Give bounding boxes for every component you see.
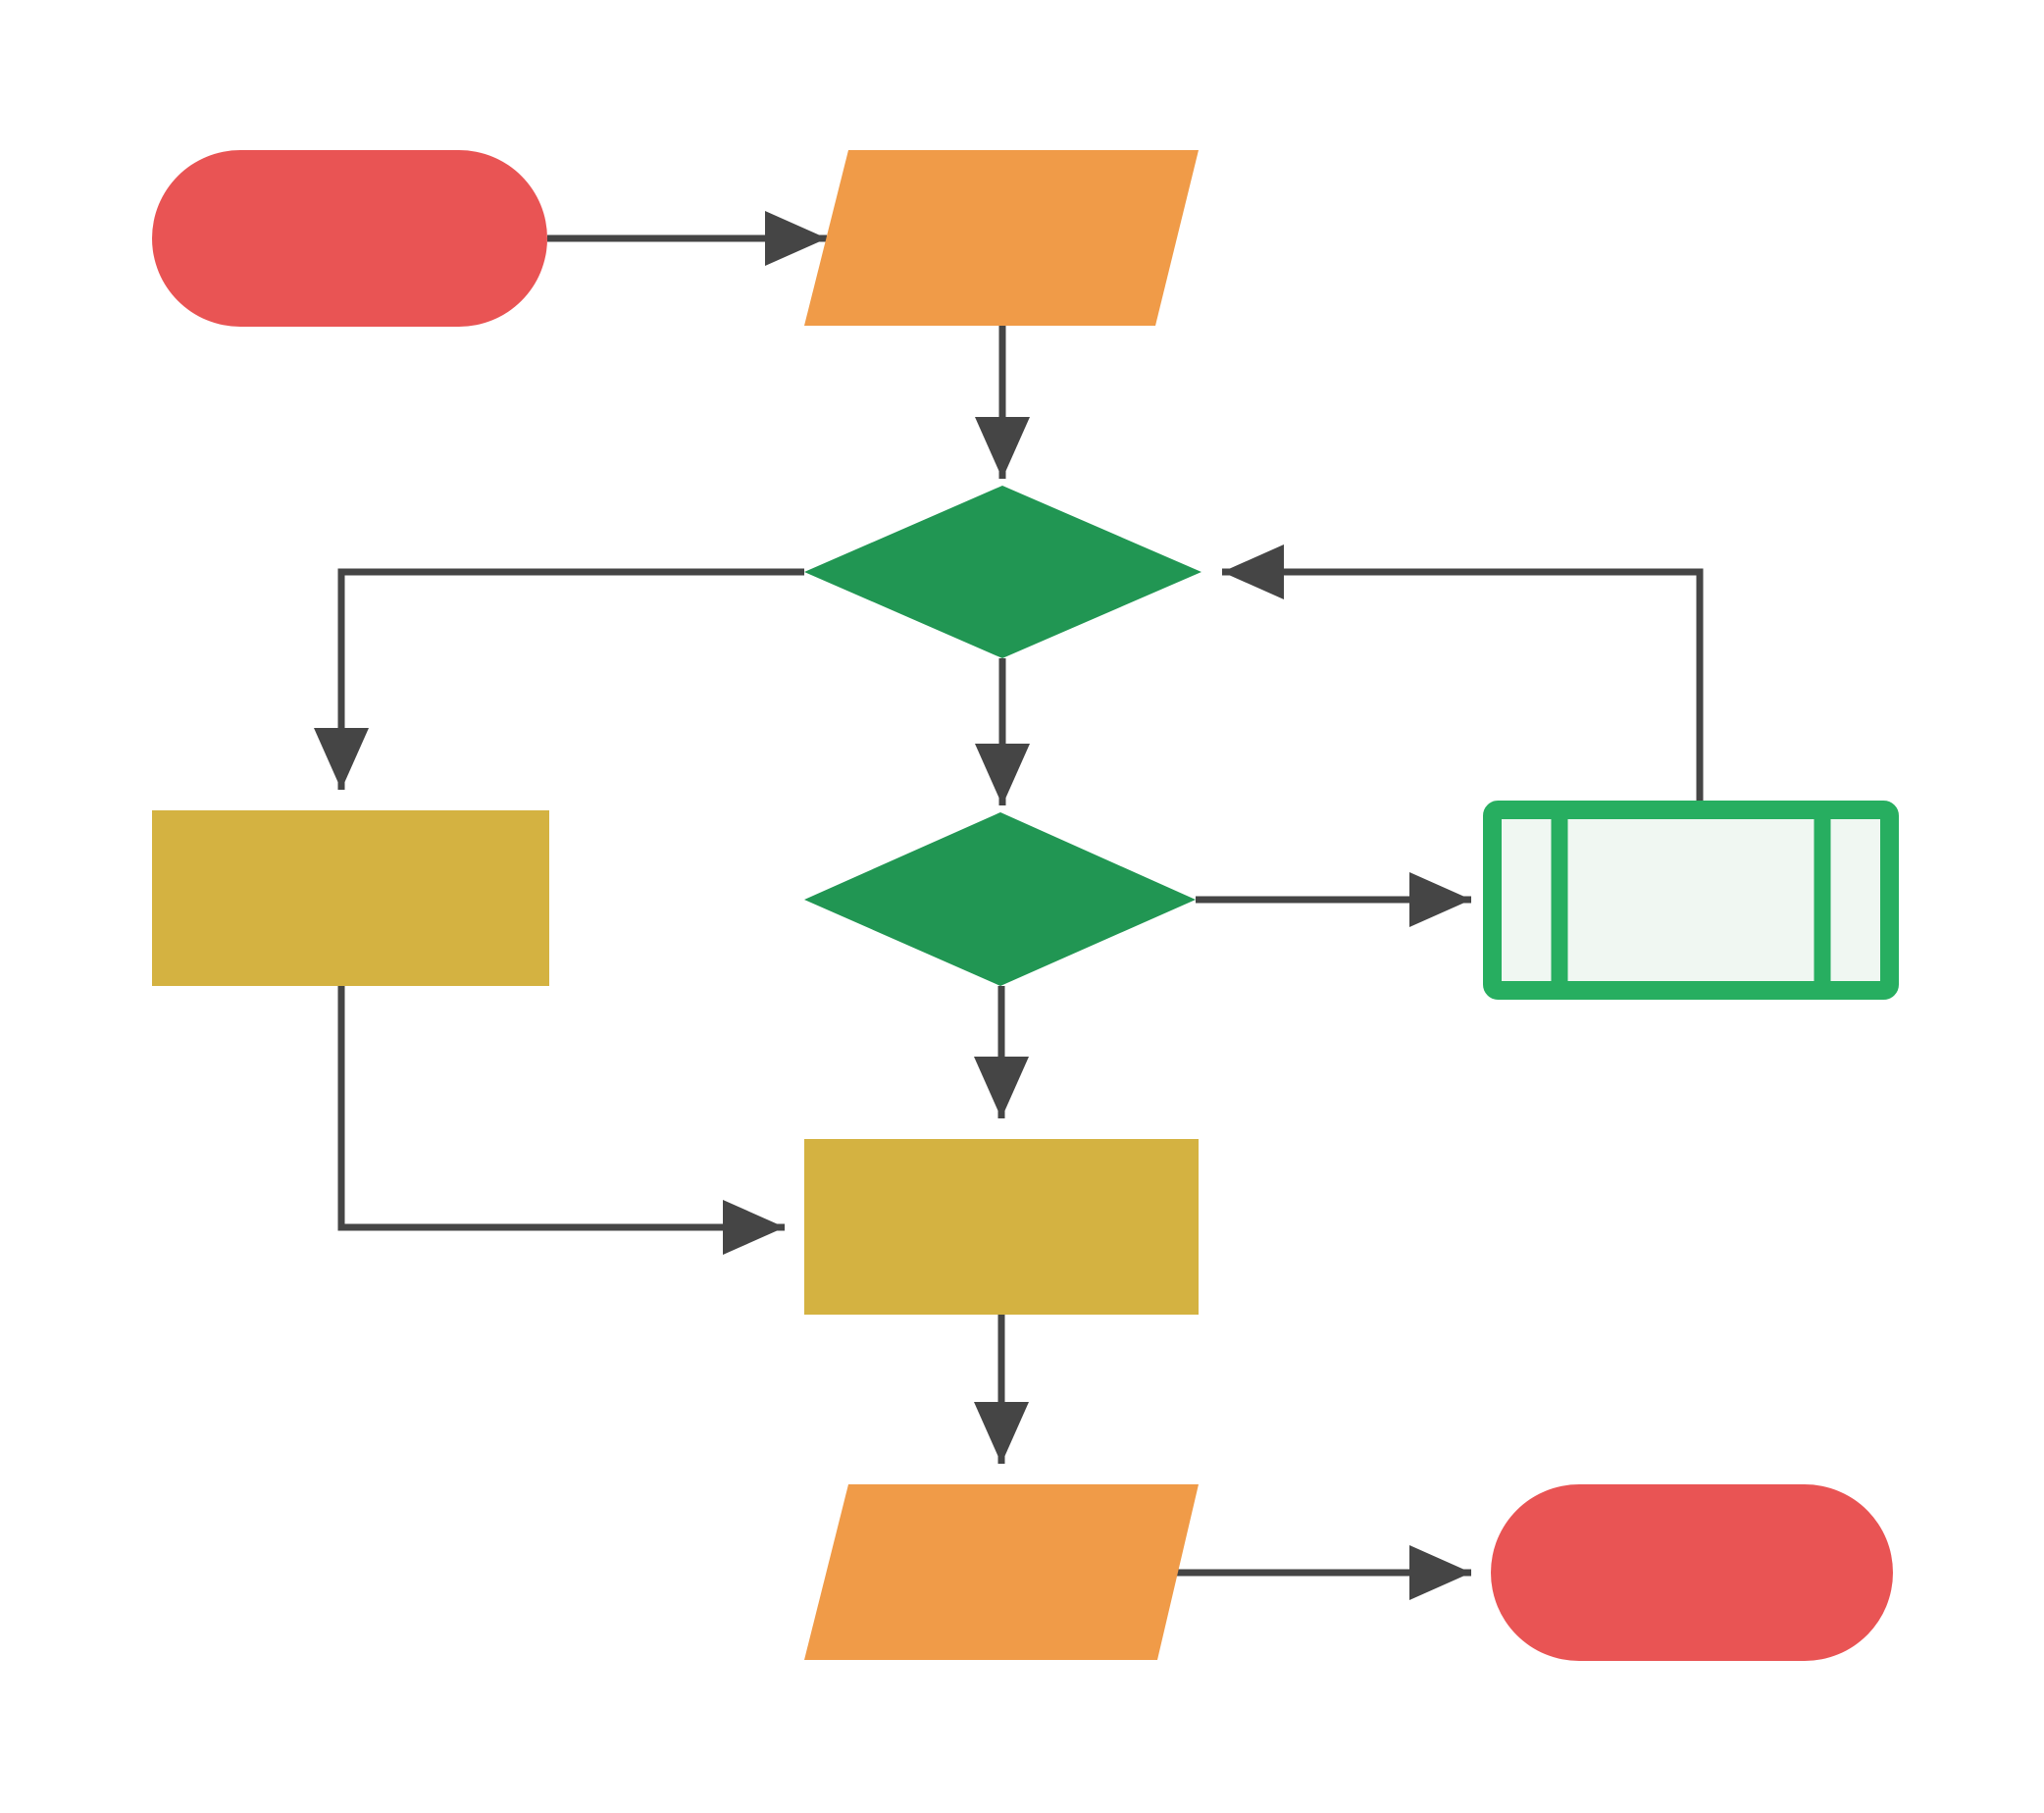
node-input[interactable] [804, 150, 1199, 326]
connector-layer [314, 211, 1704, 1600]
edge-subroutine-to-decision1 [1222, 544, 1704, 806]
node-decision-1[interactable] [804, 486, 1201, 658]
process-center-rect-shape[interactable] [804, 1139, 1199, 1315]
node-process-left[interactable] [152, 810, 549, 986]
input-parallelogram-shape[interactable] [804, 150, 1199, 326]
decision-2-diamond-shape[interactable] [804, 812, 1196, 986]
node-decision-2[interactable] [804, 812, 1196, 986]
subroutine-outer-shape[interactable] [1483, 801, 1899, 1000]
node-process-center[interactable] [804, 1139, 1199, 1315]
edge-decision1-to-process-left [314, 568, 804, 790]
process-left-rect-shape[interactable] [152, 810, 549, 986]
start-terminator-shape[interactable] [152, 150, 547, 327]
edge-process-left-to-process-center [337, 986, 785, 1255]
node-subroutine[interactable] [1483, 801, 1899, 1000]
decision-1-diamond-shape[interactable] [804, 486, 1201, 658]
node-output[interactable] [804, 1484, 1199, 1660]
node-start[interactable] [152, 150, 547, 327]
end-terminator-shape[interactable] [1491, 1484, 1893, 1661]
node-end[interactable] [1491, 1484, 1893, 1661]
output-parallelogram-shape[interactable] [804, 1484, 1199, 1660]
